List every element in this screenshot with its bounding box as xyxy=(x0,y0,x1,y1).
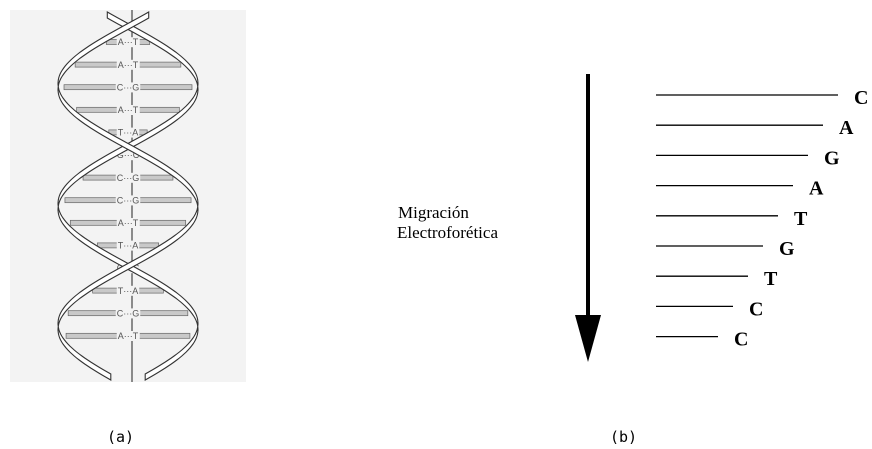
base-pair-label: T···A xyxy=(118,286,139,296)
band-letter: C xyxy=(854,87,868,109)
backbone-strand-1 xyxy=(57,11,199,381)
base-pair-label-bg xyxy=(116,59,140,70)
base-pair-label: A···T xyxy=(118,105,139,115)
base-pair-label: T···A xyxy=(118,241,139,251)
base-pair-label-bg xyxy=(116,37,140,48)
base-pair-label-bg xyxy=(116,105,140,115)
base-pair-label: A···T xyxy=(118,218,139,228)
base-pair-label-bg xyxy=(116,285,140,296)
backbone-strand-2 xyxy=(57,11,199,381)
migration-arrow-head xyxy=(575,315,601,362)
base-pair-label-bg xyxy=(115,150,141,161)
caption-b: (b) xyxy=(610,428,638,446)
base-pair-label-bg xyxy=(116,331,140,341)
migration-label-line1: Migración xyxy=(398,203,469,222)
caption-a: (a) xyxy=(107,428,135,446)
migration-label-line2: Electroforética xyxy=(397,223,498,242)
base-pair-label: G···C xyxy=(117,150,140,160)
band-letter: C xyxy=(749,298,763,320)
base-pair-label: A···T xyxy=(118,331,139,341)
dna-helix-figure: A···T A···T C···G A···T T···A G···C C···G C···G… xyxy=(10,10,246,382)
band-letter: A xyxy=(809,178,824,200)
band-letter: T xyxy=(794,208,808,230)
band-letter: G xyxy=(824,147,840,169)
base-pair-label: C···G xyxy=(117,173,140,183)
base-pair-label-bg xyxy=(116,127,140,138)
band-letter: C xyxy=(734,329,748,351)
base-pair-label: A···T xyxy=(118,37,139,47)
base-pair-label-bg xyxy=(115,195,141,206)
base-pair-label-bg xyxy=(115,308,141,319)
base-pair-label: C···G xyxy=(117,195,140,205)
base-pair-label-bg xyxy=(115,82,141,93)
base-pair-label-bg xyxy=(116,218,140,228)
base-pair-label: T···A xyxy=(118,128,139,138)
base-pair-label-bg xyxy=(116,240,140,251)
band-letter: T xyxy=(764,268,778,290)
band-letter: G xyxy=(779,238,795,260)
band-letter: A xyxy=(839,117,854,139)
base-pair-label: A···T xyxy=(118,60,139,70)
dna-helix-drawing: A···T A···T C···G A···T T···A G···C C···G C···G… xyxy=(57,10,199,382)
base-pair-label-bg xyxy=(115,172,141,183)
base-pair-label: C···G xyxy=(117,308,140,318)
base-pair-label: C···G xyxy=(117,82,140,92)
